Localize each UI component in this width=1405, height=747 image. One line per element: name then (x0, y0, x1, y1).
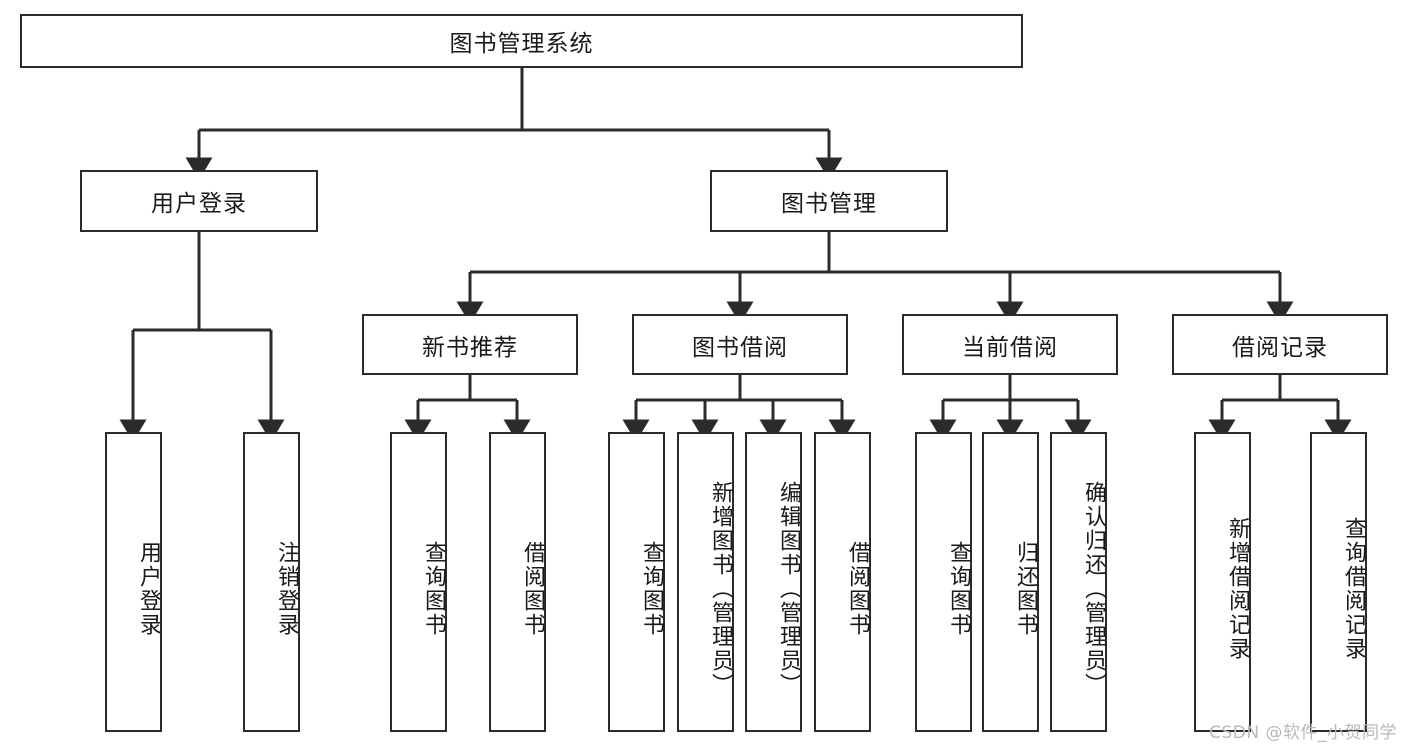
node-leaf-add-record-label: 新增借阅记录 (1225, 517, 1250, 661)
node-leaf-borrow-book-1-label: 借阅图书 (520, 541, 545, 637)
node-book-management-label: 图书管理 (781, 191, 877, 217)
node-book-borrow[interactable]: 图书借阅 (632, 314, 848, 375)
node-leaf-borrow-book-2-label: 借阅图书 (845, 541, 870, 637)
node-leaf-add-book[interactable]: 新增图书（管理员） (677, 432, 734, 732)
node-leaf-query-book-3-label: 查询图书 (946, 541, 971, 637)
node-book-borrow-label: 图书借阅 (692, 334, 788, 361)
node-current-borrow[interactable]: 当前借阅 (902, 314, 1118, 375)
node-leaf-user-logout[interactable]: 注销登录 (243, 432, 300, 732)
node-leaf-borrow-book-2[interactable]: 借阅图书 (814, 432, 871, 732)
node-leaf-query-record-label: 查询借阅记录 (1341, 517, 1366, 661)
node-leaf-query-book-2[interactable]: 查询图书 (608, 432, 665, 732)
node-leaf-return-book-label: 归还图书 (1013, 541, 1038, 637)
node-leaf-edit-book-label: 编辑图书（管理员） (776, 481, 801, 697)
node-leaf-user-login-label: 用户登录 (136, 541, 161, 637)
watermark-text: CSDN @软件_小贺同学 (1209, 723, 1397, 743)
node-new-book-recommend[interactable]: 新书推荐 (362, 314, 578, 375)
node-leaf-query-book-1-label: 查询图书 (421, 541, 446, 637)
node-new-book-recommend-label: 新书推荐 (422, 334, 518, 361)
node-leaf-query-record[interactable]: 查询借阅记录 (1310, 432, 1367, 732)
node-leaf-add-book-label: 新增图书（管理员） (708, 481, 733, 697)
node-leaf-query-book-1[interactable]: 查询图书 (390, 432, 447, 732)
node-leaf-borrow-book-1[interactable]: 借阅图书 (489, 432, 546, 732)
node-root-book-management-system[interactable]: 图书管理系统 (20, 14, 1023, 68)
node-leaf-user-login[interactable]: 用户登录 (105, 432, 162, 732)
node-root-label: 图书管理系统 (449, 31, 594, 57)
node-leaf-query-book-3[interactable]: 查询图书 (915, 432, 972, 732)
node-leaf-confirm-return[interactable]: 确认归还（管理员） (1050, 432, 1107, 732)
node-borrow-record-label: 借阅记录 (1232, 334, 1328, 361)
node-book-management[interactable]: 图书管理 (710, 170, 948, 232)
node-leaf-user-logout-label: 注销登录 (274, 541, 299, 637)
node-leaf-edit-book[interactable]: 编辑图书（管理员） (745, 432, 802, 732)
node-leaf-confirm-return-label: 确认归还（管理员） (1081, 481, 1106, 697)
node-borrow-record[interactable]: 借阅记录 (1172, 314, 1388, 375)
node-leaf-return-book[interactable]: 归还图书 (982, 432, 1039, 732)
node-user-login[interactable]: 用户登录 (80, 170, 318, 232)
node-leaf-query-book-2-label: 查询图书 (639, 541, 664, 637)
node-user-login-label: 用户登录 (151, 191, 247, 217)
node-current-borrow-label: 当前借阅 (962, 334, 1058, 361)
node-leaf-add-record[interactable]: 新增借阅记录 (1194, 432, 1251, 732)
